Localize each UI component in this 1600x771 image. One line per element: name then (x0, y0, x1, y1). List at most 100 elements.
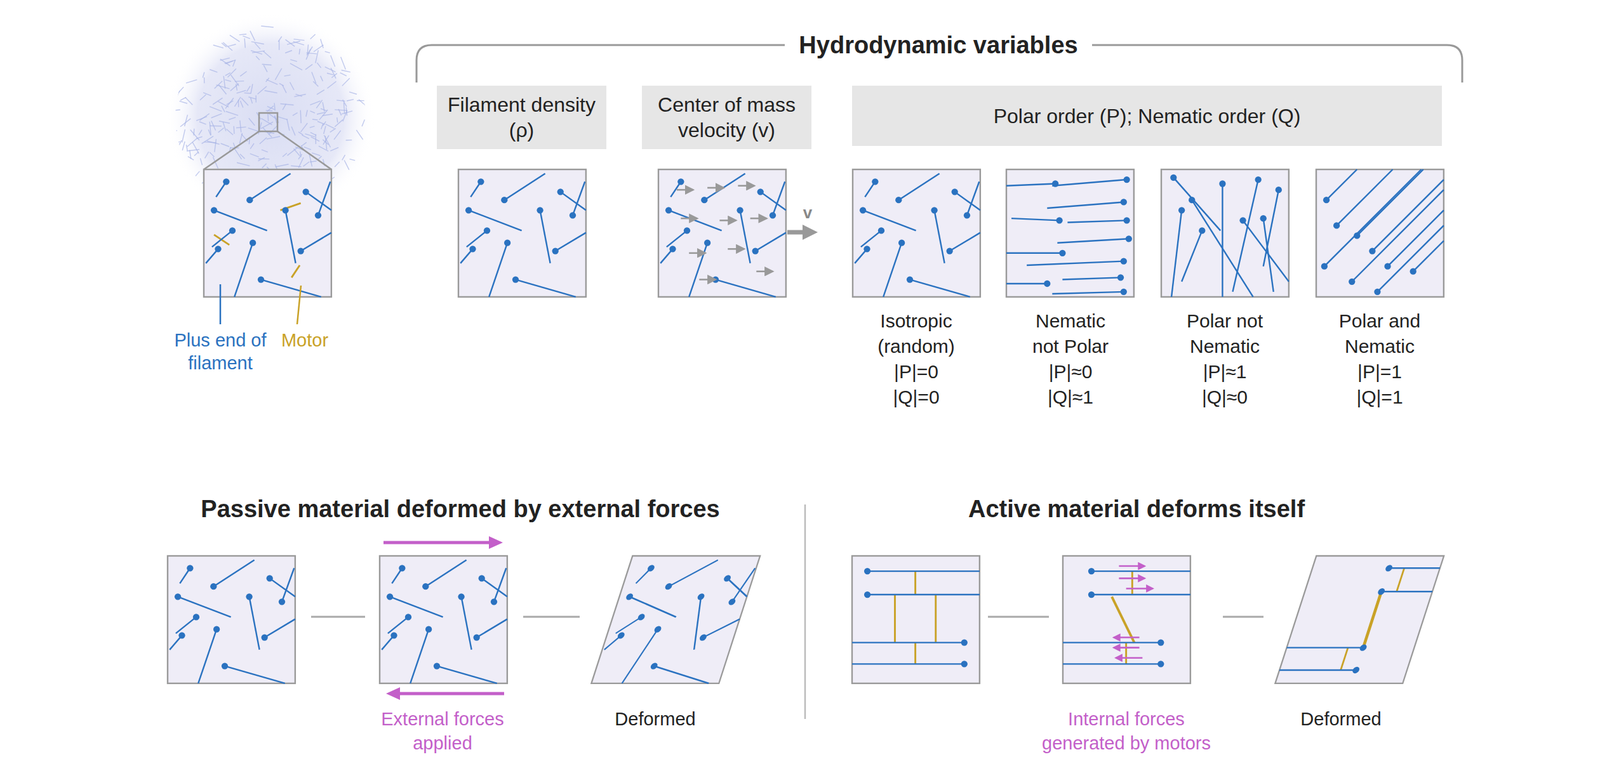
caption: Polar not Nematic (1176, 308, 1274, 360)
caption-column: Isotropic (random)|P|=0|Q|=0 (840, 308, 993, 411)
cloud-stroke (258, 158, 270, 160)
filament (436, 666, 498, 684)
cloud-stroke (203, 92, 211, 96)
panel (852, 556, 980, 684)
panel-skew (1274, 556, 1444, 684)
cloud-stroke (185, 97, 193, 106)
panel-frame (1316, 169, 1444, 298)
cloud-stroke (222, 121, 227, 131)
plus-end (512, 276, 519, 283)
panel-frame (458, 169, 587, 298)
plus-end (1188, 196, 1195, 204)
filament (1387, 210, 1444, 267)
cloud-stroke (171, 130, 178, 133)
filament (212, 230, 233, 247)
cloud-stroke (309, 126, 315, 128)
filament (740, 210, 751, 264)
plus-end (1123, 176, 1130, 183)
leader-line (219, 284, 222, 325)
plus-end (961, 639, 968, 646)
cloud-stroke (184, 114, 188, 127)
filament (410, 629, 429, 684)
filament (476, 619, 508, 639)
cloud-stroke (279, 83, 284, 86)
filament (1171, 210, 1182, 298)
panel (852, 169, 981, 298)
cloud-stroke (239, 34, 247, 35)
panel (1006, 169, 1134, 298)
filament (1356, 169, 1423, 236)
plus-end (951, 188, 959, 195)
plus-end (1125, 235, 1133, 242)
filament (389, 596, 444, 618)
cloud-stroke (325, 124, 335, 129)
cloud-stroke (300, 110, 302, 124)
cloud-stroke (240, 154, 245, 159)
filament (1191, 200, 1253, 298)
filament (1286, 646, 1364, 649)
plus-end (1120, 288, 1127, 296)
filament (852, 641, 965, 644)
filament (1279, 669, 1357, 672)
filament (860, 230, 882, 247)
cloud-stroke (264, 90, 278, 94)
filament (966, 181, 980, 216)
zoom-line (203, 131, 260, 170)
section-title: Hydrodynamic variables (784, 31, 1092, 60)
motor (1111, 596, 1134, 643)
cloud-stroke (209, 121, 211, 136)
filament (481, 578, 508, 597)
filament (318, 181, 331, 216)
order-value: |P|≈0 (1048, 359, 1093, 385)
cloud-stroke (312, 119, 318, 120)
plus-end (552, 247, 559, 254)
cloud-stroke (211, 120, 216, 131)
cloud-stroke (356, 100, 370, 102)
cloud-stroke (340, 57, 347, 70)
plus-end (704, 240, 711, 247)
cloud-stroke (224, 80, 232, 82)
panel (1274, 556, 1444, 684)
filament (175, 617, 197, 634)
filament (867, 594, 980, 596)
plus-end (906, 276, 914, 283)
cloud-stroke (298, 157, 304, 168)
filament (867, 570, 980, 573)
cloud-stroke (252, 50, 265, 53)
cloud-stroke (192, 171, 200, 181)
cloud-stroke (342, 99, 347, 107)
plus-end (1333, 222, 1340, 229)
cloud-stroke (275, 164, 289, 167)
filament (572, 181, 585, 216)
panel (591, 556, 760, 684)
cloud-stroke (346, 99, 354, 101)
filament (1381, 591, 1433, 594)
cloud-stroke (290, 59, 298, 62)
cloud-stroke (356, 130, 364, 140)
filament (1062, 641, 1161, 644)
plus-end (1198, 227, 1206, 234)
filament (515, 280, 576, 298)
cloud-stroke (250, 97, 253, 104)
filament (213, 560, 254, 587)
plus-end (864, 591, 871, 599)
plus-end (1120, 198, 1127, 206)
filament (1091, 594, 1191, 596)
cloud-stroke (225, 98, 234, 110)
filament (683, 596, 712, 651)
order-value: |P|≈1 (1203, 359, 1247, 385)
cloud-stroke (214, 81, 223, 89)
plus-end (1275, 186, 1282, 194)
cloud-stroke (266, 79, 279, 85)
plus-end (653, 626, 663, 634)
cloud-stroke (290, 82, 295, 91)
filament (668, 560, 719, 587)
plus-end (266, 575, 274, 582)
plus-end (257, 276, 265, 283)
plus-end (649, 662, 659, 670)
order-value: |Q|=1 (1356, 384, 1403, 411)
cloud-stroke (230, 83, 239, 91)
filament (1389, 567, 1440, 570)
filament (198, 629, 217, 684)
cloud-stroke (311, 72, 317, 84)
